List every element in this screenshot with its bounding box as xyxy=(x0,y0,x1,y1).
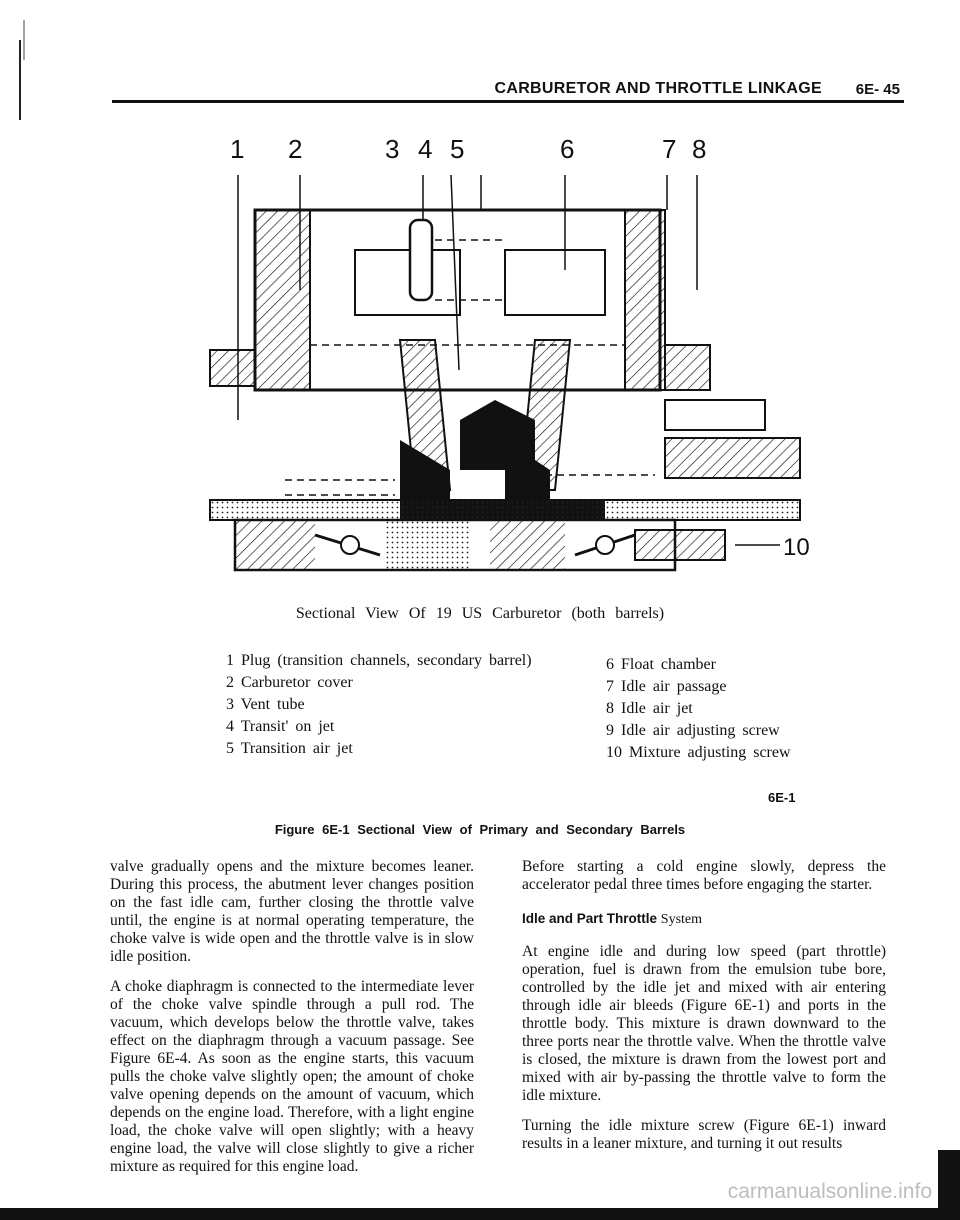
watermark: carmanualsonline.info xyxy=(727,1180,932,1203)
page-number: 6E- 45 xyxy=(855,81,900,98)
legend-item: 10 Mixture adjusting screw xyxy=(606,744,791,761)
scan-bottom-edge xyxy=(0,1208,960,1220)
page-header: CARBURETOR AND THROTTLE LINKAGE 6E- 45 xyxy=(112,74,904,103)
paragraph: At engine idle and during low speed (par… xyxy=(522,943,886,1104)
legend-item: 3 Vent tube xyxy=(226,696,305,713)
callout-4: 4 xyxy=(418,134,433,164)
scan-edge-mark xyxy=(938,1150,960,1208)
callout-5: 5 xyxy=(450,134,465,164)
figure-caption: Figure 6E-1 Sectional View of Primary an… xyxy=(274,822,686,837)
diagram-caption: Sectional View Of 19 US Carburetor (both… xyxy=(295,605,665,622)
legend-item: 9 Idle air adjusting screw xyxy=(606,722,780,739)
callout-2: 2 xyxy=(288,134,303,164)
section-subheading: Idle and Part Throttle System xyxy=(522,911,703,927)
callout-10: 10 xyxy=(783,534,810,561)
legend-item: 1 Plug (transition channels, secondary b… xyxy=(226,652,532,669)
paragraph: valve gradually opens and the mixture be… xyxy=(110,858,474,965)
legend-item: 5 Transition air jet xyxy=(226,740,353,757)
legend-item: 4 Transit' on jet xyxy=(226,718,335,735)
paragraph: Turning the idle mixture screw (Figure 6… xyxy=(522,1117,886,1152)
legend-item: 2 Carburetor cover xyxy=(226,674,353,691)
callout-6: 6 xyxy=(560,134,575,164)
legend-left: 1 Plug (transition channels, secondary b… xyxy=(226,650,532,760)
header-title: CARBURETOR AND THROTTLE LINKAGE xyxy=(494,80,822,97)
callout-8: 8 xyxy=(692,134,707,164)
callout-7: 7 xyxy=(662,134,677,164)
legend-item: 6 Float chamber xyxy=(606,656,716,673)
carburetor-sectional-diagram: 10 xyxy=(209,174,810,572)
paragraph: A choke diaphragm is connected to the in… xyxy=(110,978,474,1175)
legend-item: 8 Idle air jet xyxy=(606,700,693,717)
callout-1: 1 xyxy=(230,134,245,164)
body-column-left: valve gradually opens and the mixture be… xyxy=(110,858,474,1188)
body-column-right: Before starting a cold engine slowly, de… xyxy=(522,858,886,1165)
callout-3: 3 xyxy=(385,134,400,164)
legend-item: 7 Idle air passage xyxy=(606,678,727,695)
scan-edge-mark xyxy=(19,20,25,120)
paragraph: Before starting a cold engine slowly, de… xyxy=(522,858,886,893)
legend-right: 6 Float chamber 7 Idle air passage 8 Idl… xyxy=(606,654,791,764)
figure-code: 6E-1 xyxy=(768,790,796,805)
